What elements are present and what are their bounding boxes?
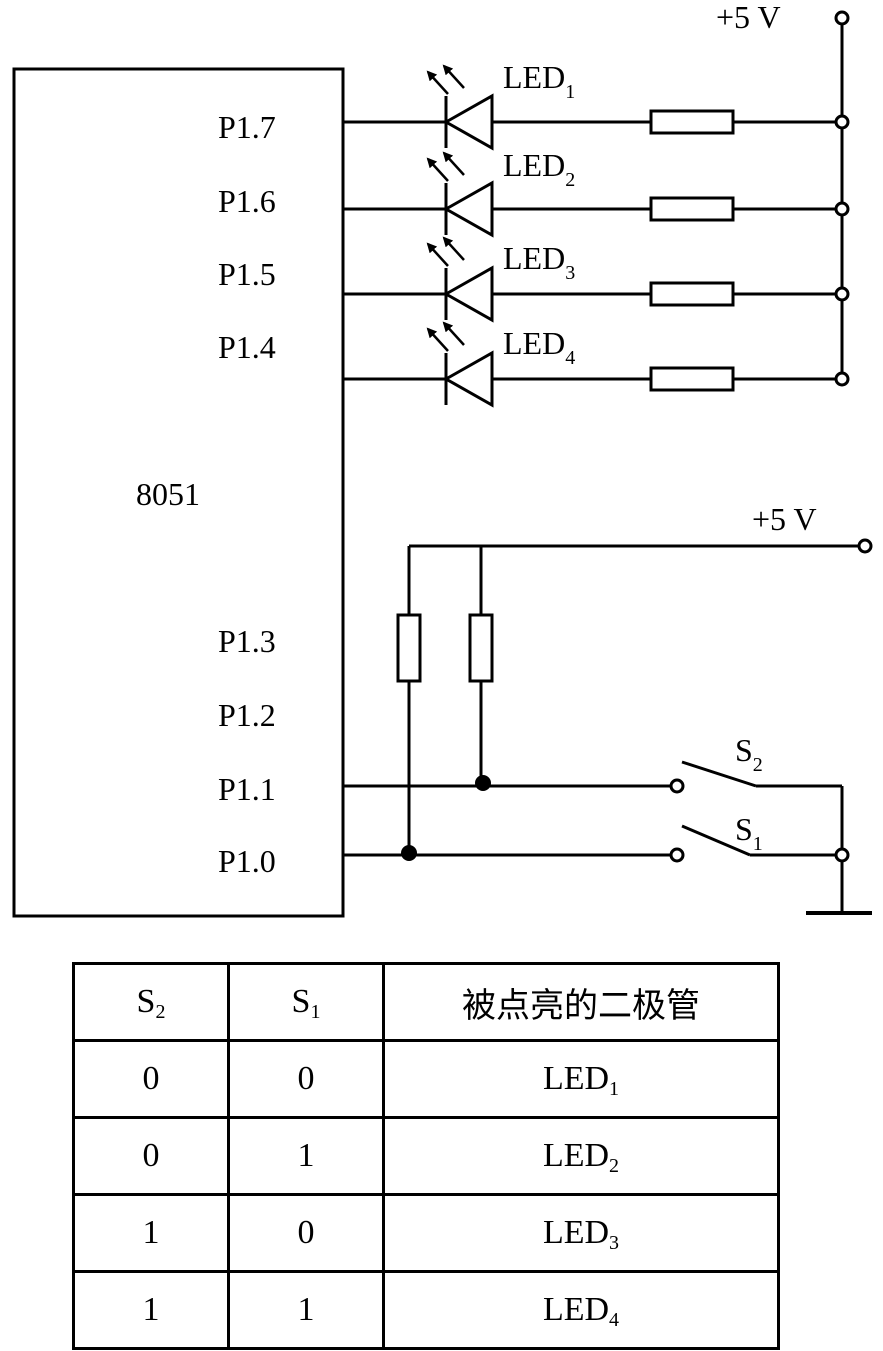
junction-p10 (401, 845, 417, 861)
pullup-resistor-p11 (468, 613, 494, 683)
led3-label: LED3 (503, 240, 575, 284)
pin-p16: P1.6 (218, 183, 276, 219)
led3-terminal (834, 286, 850, 302)
pin-p13: P1.3 (218, 623, 276, 659)
led-branch-4 (343, 321, 850, 408)
pin-p14: P1.4 (218, 329, 276, 365)
led1-light-arrow-b (442, 64, 465, 89)
led3-light-arrow-b (442, 236, 465, 261)
table-row: 0 1 LED2 (72, 1116, 780, 1196)
led2-resistor (649, 196, 735, 222)
table-header-row: S2 S1 被点亮的二极管 (72, 962, 780, 1042)
led1-triangle (442, 93, 494, 151)
pin-p17: P1.7 (218, 109, 276, 145)
header-s2: S2 (72, 962, 230, 1042)
cell-s2: 1 (72, 1193, 230, 1273)
led-branch-1 (343, 64, 850, 151)
table-row: 1 1 LED4 (72, 1270, 780, 1350)
cell-s2: 1 (72, 1270, 230, 1350)
supply-top-label: +5 V (716, 0, 781, 35)
switch-s1-label: S1 (735, 811, 763, 855)
led2-light-arrow-b (442, 151, 465, 176)
s1-left-terminal (669, 847, 685, 863)
header-s1: S1 (227, 962, 385, 1042)
led4-terminal (834, 371, 850, 387)
cell-s1: 1 (227, 1270, 385, 1350)
supply-top-terminal (834, 10, 850, 26)
led4-resistor (649, 366, 735, 392)
led1-resistor (649, 109, 735, 135)
led2-light-arrow-a (426, 157, 449, 182)
switch-s2 (681, 760, 757, 788)
cell-s2: 0 (72, 1039, 230, 1119)
chip-name: 8051 (136, 476, 200, 512)
truth-table: S2 S1 被点亮的二极管 0 0 LED1 0 1 LED2 1 0 LED3… (72, 962, 780, 1350)
led3-light-arrow-a (426, 242, 449, 267)
cell-led: LED4 (382, 1270, 780, 1350)
pin-p12: P1.2 (218, 697, 276, 733)
led-branch-2 (343, 151, 850, 238)
led3-triangle (442, 265, 494, 323)
led1-label: LED1 (503, 59, 575, 103)
cell-led: LED3 (382, 1193, 780, 1273)
pin-p15: P1.5 (218, 256, 276, 292)
table-row: 0 0 LED1 (72, 1039, 780, 1119)
led3-resistor (649, 281, 735, 307)
pin-p10: P1.0 (218, 843, 276, 879)
pin-p11: P1.1 (218, 771, 276, 807)
cell-led: LED1 (382, 1039, 780, 1119)
header-lit-led: 被点亮的二极管 (382, 962, 780, 1042)
led-branch-3 (343, 236, 850, 323)
cell-s2: 0 (72, 1116, 230, 1196)
led4-light-arrow-b (442, 321, 465, 346)
cell-s1: 1 (227, 1116, 385, 1196)
cell-s1: 0 (227, 1039, 385, 1119)
table-row: 1 0 LED3 (72, 1193, 780, 1273)
led2-label: LED2 (503, 147, 575, 191)
led2-terminal (834, 201, 850, 217)
supply-mid-terminal (857, 538, 873, 554)
switch-s2-label: S2 (735, 732, 763, 776)
cell-led: LED2 (382, 1116, 780, 1196)
led2-triangle (442, 180, 494, 238)
cell-s1: 0 (227, 1193, 385, 1273)
s2-left-terminal (669, 778, 685, 794)
led4-light-arrow-a (426, 327, 449, 352)
chip-8051-body (12, 67, 345, 918)
switch-s1 (681, 824, 751, 857)
led4-triangle (442, 350, 494, 408)
pullup-resistor-p10 (396, 613, 422, 683)
s1-right-terminal (834, 847, 850, 863)
led4-label: LED4 (503, 325, 575, 369)
led1-terminal (834, 114, 850, 130)
junction-p11 (475, 775, 491, 791)
led1-light-arrow-a (426, 70, 449, 95)
supply-mid-label: +5 V (752, 501, 817, 537)
